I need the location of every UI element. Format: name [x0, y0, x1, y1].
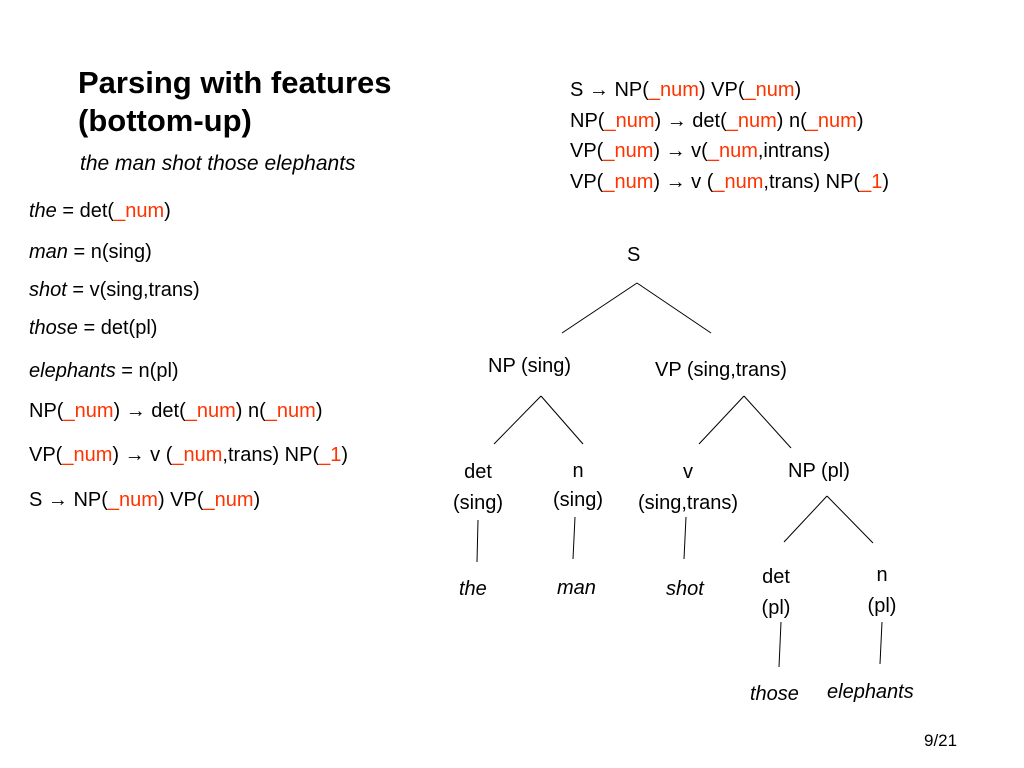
arrow-icon: →: [666, 110, 687, 132]
edge-n-man: [572, 516, 576, 560]
edge-nppl-n: [826, 495, 874, 544]
arrow-icon: →: [665, 171, 686, 193]
tree-leaf-the: the: [459, 578, 487, 600]
lexicon-entry-the: the = det(_num): [29, 200, 171, 222]
edge-np-n: [540, 395, 584, 445]
left-rule-s: S → NP(_num) VP(_num): [29, 489, 261, 511]
tree-node-s: S: [627, 244, 641, 266]
arrow-icon: →: [47, 489, 68, 511]
edge-vp-np: [743, 395, 792, 449]
grammar-rule-s: S → NP(_num) VP(_num): [570, 79, 802, 101]
slide-title: Parsing with features (bottom-up): [78, 64, 392, 140]
tree-leaf-elephants: elephants: [827, 681, 914, 703]
edge-n-elephants: [879, 621, 883, 665]
tree-node-v-sing-trans: v(sing,trans): [637, 461, 739, 514]
left-rule-vp-trans: VP(_num) → v (_num,trans) NP(_1): [29, 444, 349, 466]
tree-node-n-sing: n(sing): [552, 460, 603, 511]
grammar-rule-np: NP(_num) → det(_num) n(_num): [570, 110, 864, 132]
slide-title-line-1: Parsing with features: [78, 65, 392, 100]
edge-det-the: [476, 519, 479, 563]
edge-det-those: [778, 621, 782, 668]
arrow-icon: →: [588, 79, 609, 101]
edge-s-np: [561, 282, 638, 334]
lexicon-entry-elephants: elephants = n(pl): [29, 360, 179, 382]
edge-vp-v: [698, 395, 745, 445]
arrow-icon: →: [125, 400, 146, 422]
grammar-rule-vp-intrans: VP(_num) → v(_num,intrans): [570, 140, 831, 162]
tree-leaf-man: man: [557, 577, 596, 599]
tree-node-np-pl: NP (pl): [788, 460, 850, 482]
tree-node-n-pl: n(pl): [867, 564, 897, 617]
tree-leaf-those: those: [750, 683, 799, 705]
lexicon-entry-shot: shot = v(sing,trans): [29, 279, 200, 301]
grammar-rule-vp-trans: VP(_num) → v (_num,trans) NP(_1): [570, 171, 890, 193]
tree-node-np-sing: NP (sing): [488, 355, 571, 377]
lexicon-entry-man: man = n(sing): [29, 241, 152, 263]
edge-np-det: [493, 395, 542, 445]
arrow-icon: →: [124, 444, 145, 466]
edge-s-vp: [636, 282, 712, 334]
slide-title-line-2: (bottom-up): [78, 103, 252, 138]
arrow-icon: →: [665, 140, 686, 162]
tree-leaf-shot: shot: [666, 578, 704, 600]
tree-node-det-pl: det(pl): [761, 566, 791, 619]
page-number: 9/21: [924, 731, 958, 750]
lexicon-entry-those: those = det(pl): [29, 317, 158, 339]
tree-node-det-sing: det(sing): [452, 461, 503, 514]
edge-v-shot: [683, 516, 687, 560]
edge-nppl-det: [783, 495, 828, 543]
example-sentence: the man shot those elephants: [80, 152, 356, 175]
left-rule-np: NP(_num) → det(_num) n(_num): [29, 400, 323, 422]
tree-node-vp-sing-trans: VP (sing,trans): [655, 359, 787, 381]
